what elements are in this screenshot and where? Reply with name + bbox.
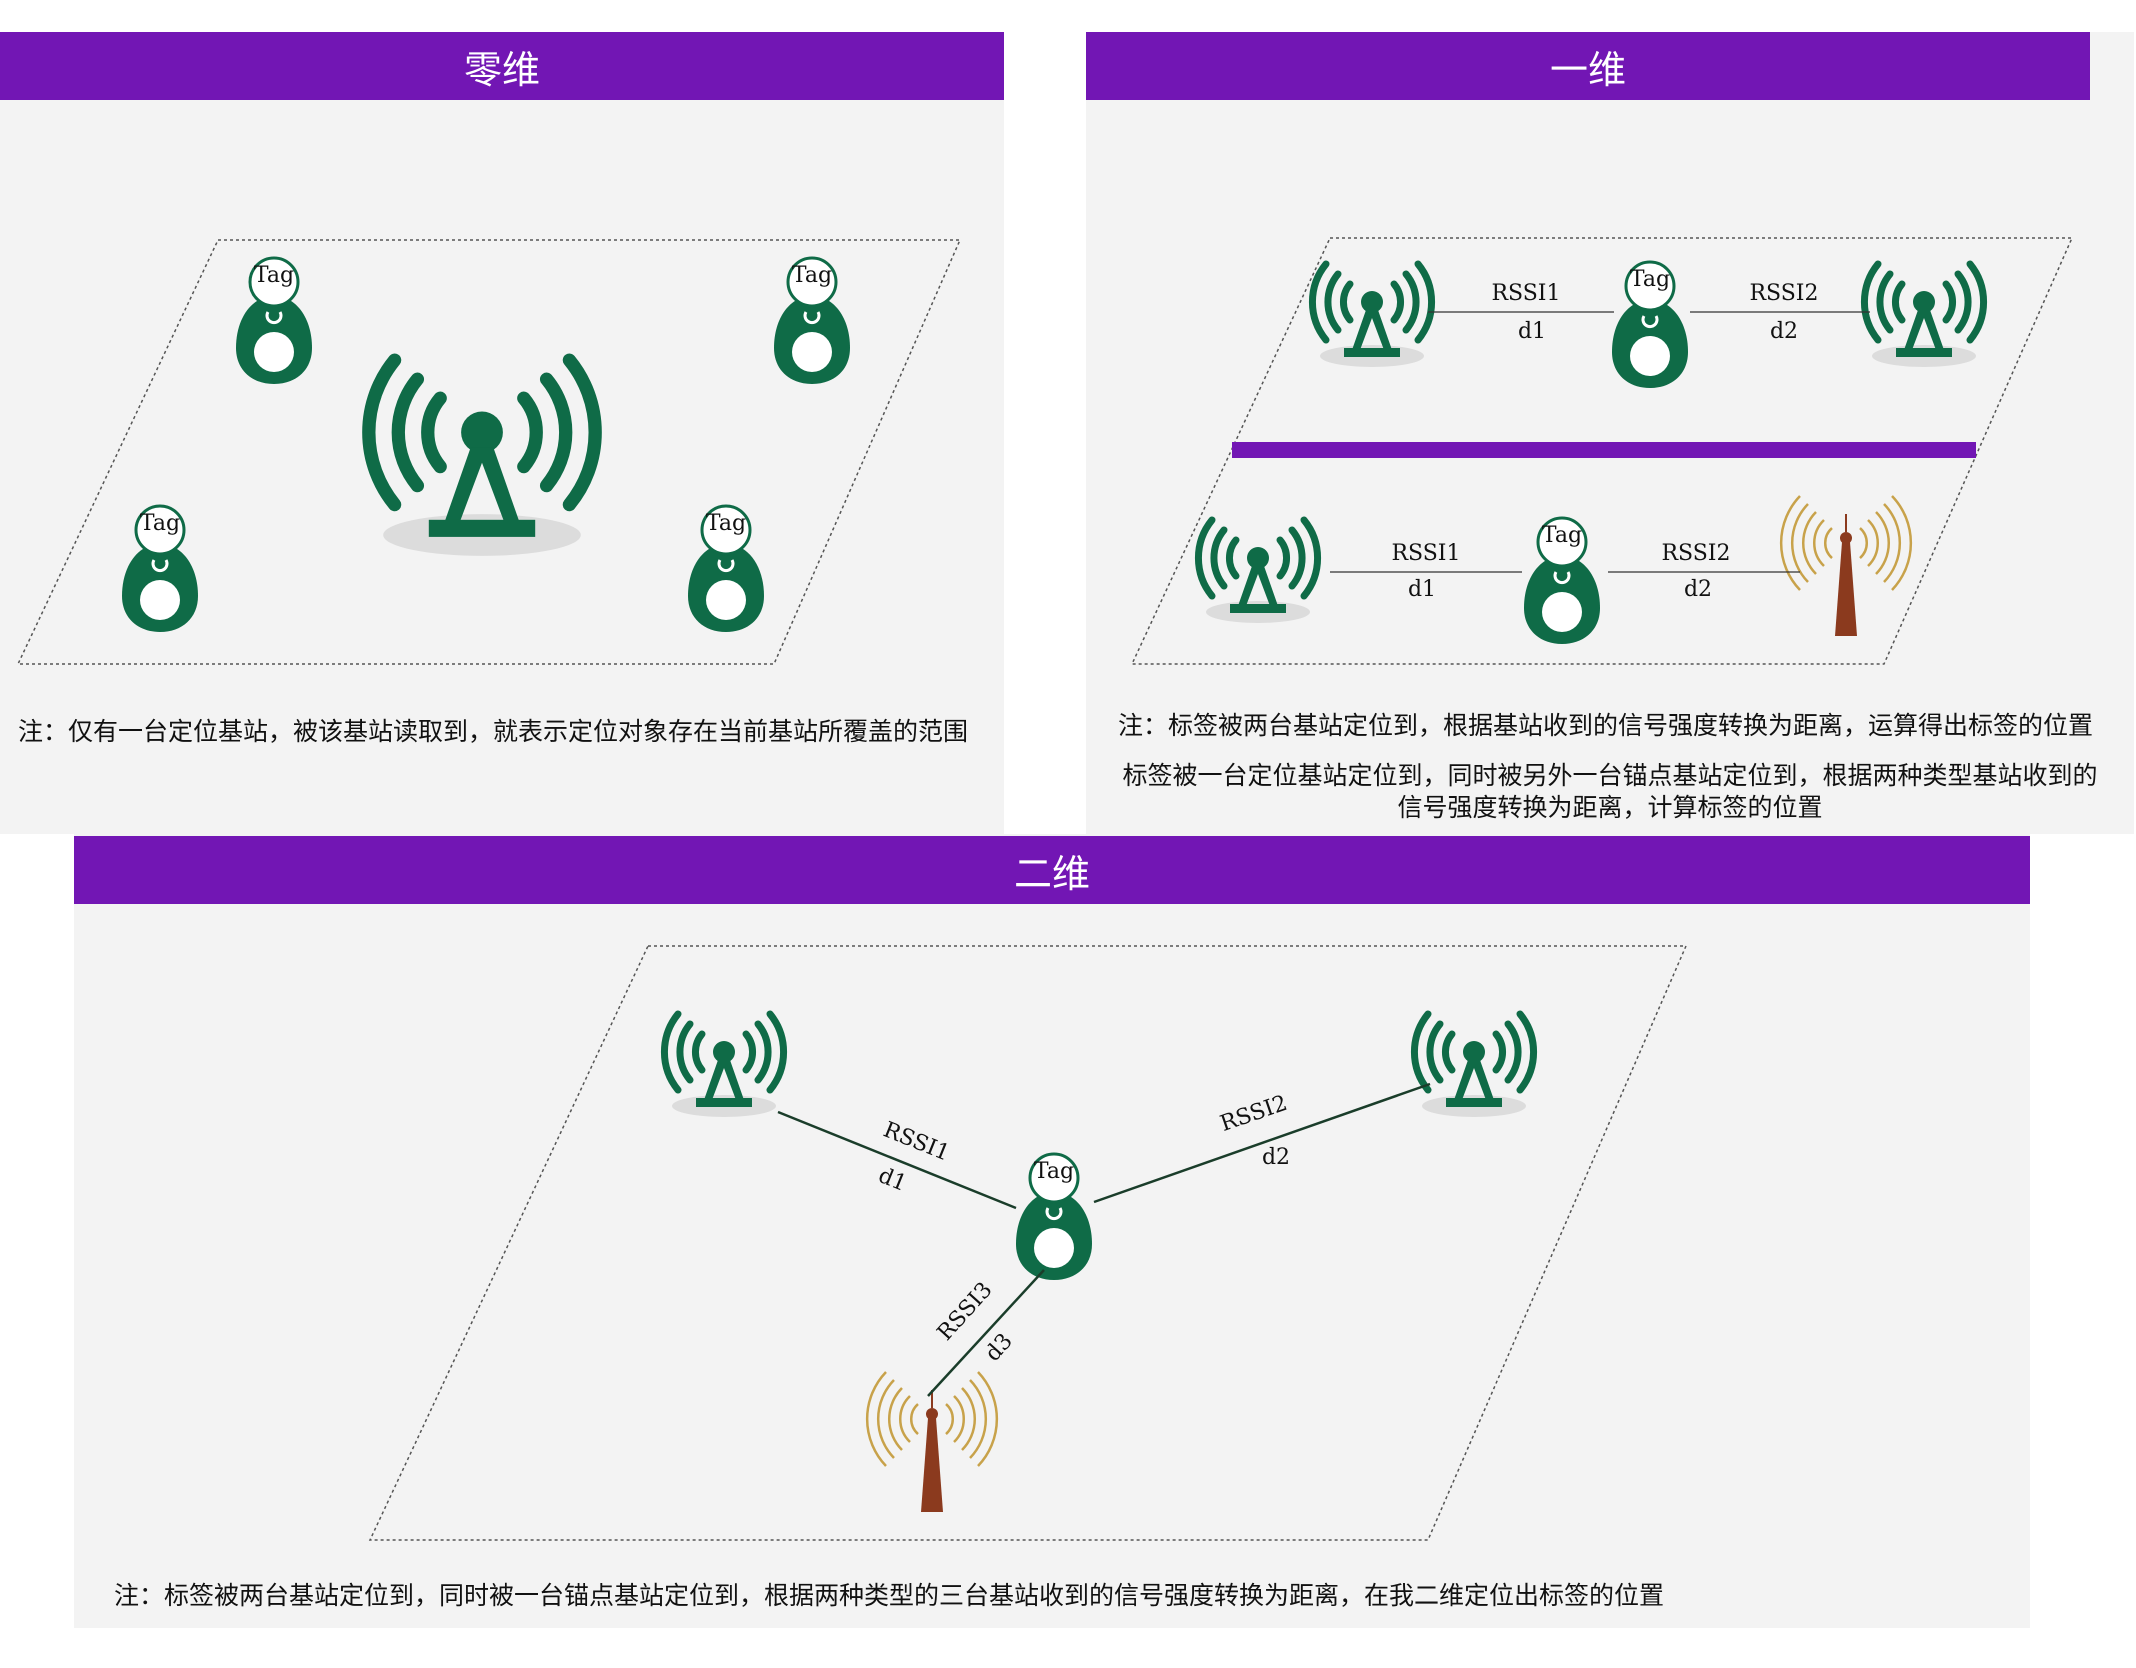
one-dim-divider bbox=[1232, 442, 1976, 458]
one-dim-note-1: 注：标签被两台基站定位到，根据基站收到的信号强度转换为距离，运算得出标签的位置 bbox=[1118, 711, 2094, 740]
tag-label: Tag bbox=[1630, 267, 1670, 292]
two-dim-title: 二维 bbox=[74, 836, 2030, 904]
zero-dim-title: 零维 bbox=[0, 32, 1004, 100]
anchor-station-icon bbox=[1779, 494, 1913, 638]
tag-label: Tag bbox=[254, 263, 294, 288]
rssi-label: RSSI2 bbox=[1749, 281, 1818, 306]
rssi-label: RSSI1 bbox=[880, 1117, 953, 1166]
rssi-label: RSSI2 bbox=[1661, 541, 1730, 566]
rssi-label: RSSI3 bbox=[933, 1278, 998, 1346]
base-station-icon bbox=[664, 1014, 783, 1117]
zero-dim-note: 注：仅有一台定位基站，被该基站读取到，就表示定位对象存在当前基站所覆盖的范围 bbox=[18, 717, 969, 746]
distance-label: d1 bbox=[1518, 319, 1546, 344]
link-line bbox=[1093, 1082, 1431, 1204]
distance-label: d1 bbox=[875, 1163, 910, 1197]
one-dim-plane bbox=[1130, 237, 2074, 665]
link-line bbox=[927, 1269, 1045, 1397]
base-station-icon bbox=[1864, 264, 1983, 367]
one-dim-note-2-line1: 标签被一台定位基站定位到，同时被另外一台锚点基站定位到，根据两种类型基站收到的 bbox=[1122, 761, 2098, 790]
rssi-label: RSSI1 bbox=[1391, 541, 1460, 566]
rssi-label: RSSI2 bbox=[1217, 1091, 1290, 1137]
link-line bbox=[777, 1110, 1017, 1210]
tag-label: Tag bbox=[1542, 523, 1582, 548]
tag-label: Tag bbox=[706, 511, 746, 536]
distance-label: d1 bbox=[1408, 577, 1436, 602]
tag-label: Tag bbox=[140, 511, 180, 536]
tag-label: Tag bbox=[792, 263, 832, 288]
distance-label: d2 bbox=[1684, 577, 1712, 602]
one-dim-title: 一维 bbox=[1086, 32, 2090, 100]
distance-label: d2 bbox=[1770, 319, 1798, 344]
base-station-icon bbox=[1198, 520, 1317, 623]
tag-label: Tag bbox=[1034, 1159, 1074, 1184]
two-dim-plane bbox=[368, 945, 1688, 1541]
one-dim-panel bbox=[1086, 32, 2134, 834]
one-dim-note-2-line2: 信号强度转换为距离，计算标签的位置 bbox=[1397, 793, 1823, 822]
zero-dim-plane bbox=[16, 239, 962, 665]
two-dim-note: 注：标签被两台基站定位到，同时被一台锚点基站定位到，根据两种类型的三台基站收到的… bbox=[114, 1581, 1665, 1610]
distance-label: d2 bbox=[1262, 1145, 1290, 1170]
base-station-icon bbox=[369, 360, 595, 556]
base-station-icon bbox=[1414, 1014, 1533, 1117]
base-station-icon bbox=[1312, 264, 1431, 367]
rssi-label: RSSI1 bbox=[1491, 281, 1560, 306]
